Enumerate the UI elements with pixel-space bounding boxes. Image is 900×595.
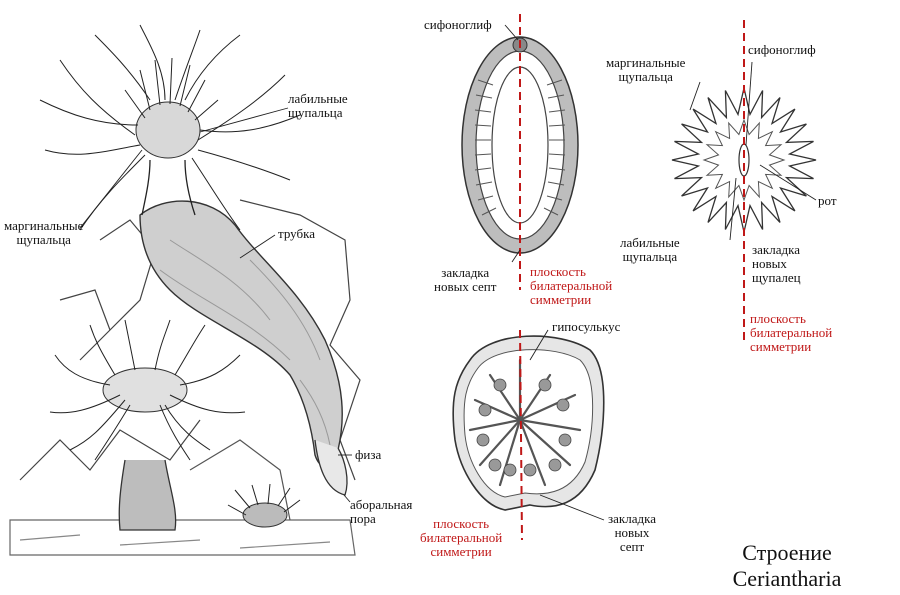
- label-mouth: рот: [818, 193, 837, 208]
- physa: [314, 439, 348, 496]
- label-labial-tentacles-left: лабильные щупальца: [288, 91, 348, 120]
- label-marginal-tentacles-disc: маргинальные щупальца: [606, 55, 686, 84]
- label-physa: физа: [355, 447, 382, 462]
- label-symmetry-plane-oral: плоскость билатеральной симметрии: [530, 264, 613, 307]
- label-new-septa-cross: закладка новых септ: [608, 511, 656, 554]
- label-new-septa-oral: закладка новых септ: [434, 265, 497, 294]
- caption-title-line2: Ceriantharia: [732, 566, 842, 591]
- label-aboral-pore: аборальная пора: [350, 497, 413, 526]
- upper-polyp: [39, 24, 301, 231]
- small-polyp: [227, 483, 301, 528]
- leader-lines-left: [79, 107, 352, 503]
- leader-lines-disc: [689, 61, 817, 241]
- label-symmetry-plane-cross: плоскость билатеральной симметрии: [420, 516, 503, 559]
- cross-section: [452, 335, 605, 511]
- label-siphonoglyph-disc: сифоноглиф: [748, 42, 816, 57]
- lower-polyp: [49, 319, 246, 531]
- oral-disc: [671, 87, 817, 233]
- label-labial-tentacles-disc: лабильные щупальца: [620, 235, 680, 264]
- label-symmetry-plane-disc: плоскость билатеральной симметрии: [750, 311, 833, 354]
- label-tube: трубка: [278, 226, 316, 241]
- cross-section-symmetry-axis: [519, 329, 523, 541]
- label-siphonoglyph-oral: сифоноглиф: [424, 17, 492, 32]
- leader-lines-cross: [529, 329, 605, 521]
- caption-title-line1: Строение: [742, 540, 832, 565]
- rock-background: [9, 199, 361, 556]
- label-new-tentacles-disc: закладка новых щупалец: [752, 242, 801, 285]
- label-hyposulcus: гипосулькус: [552, 319, 621, 334]
- leader-lines-oral: [504, 24, 521, 263]
- label-marginal-tentacles-left: маргинальные щупальца: [4, 218, 84, 247]
